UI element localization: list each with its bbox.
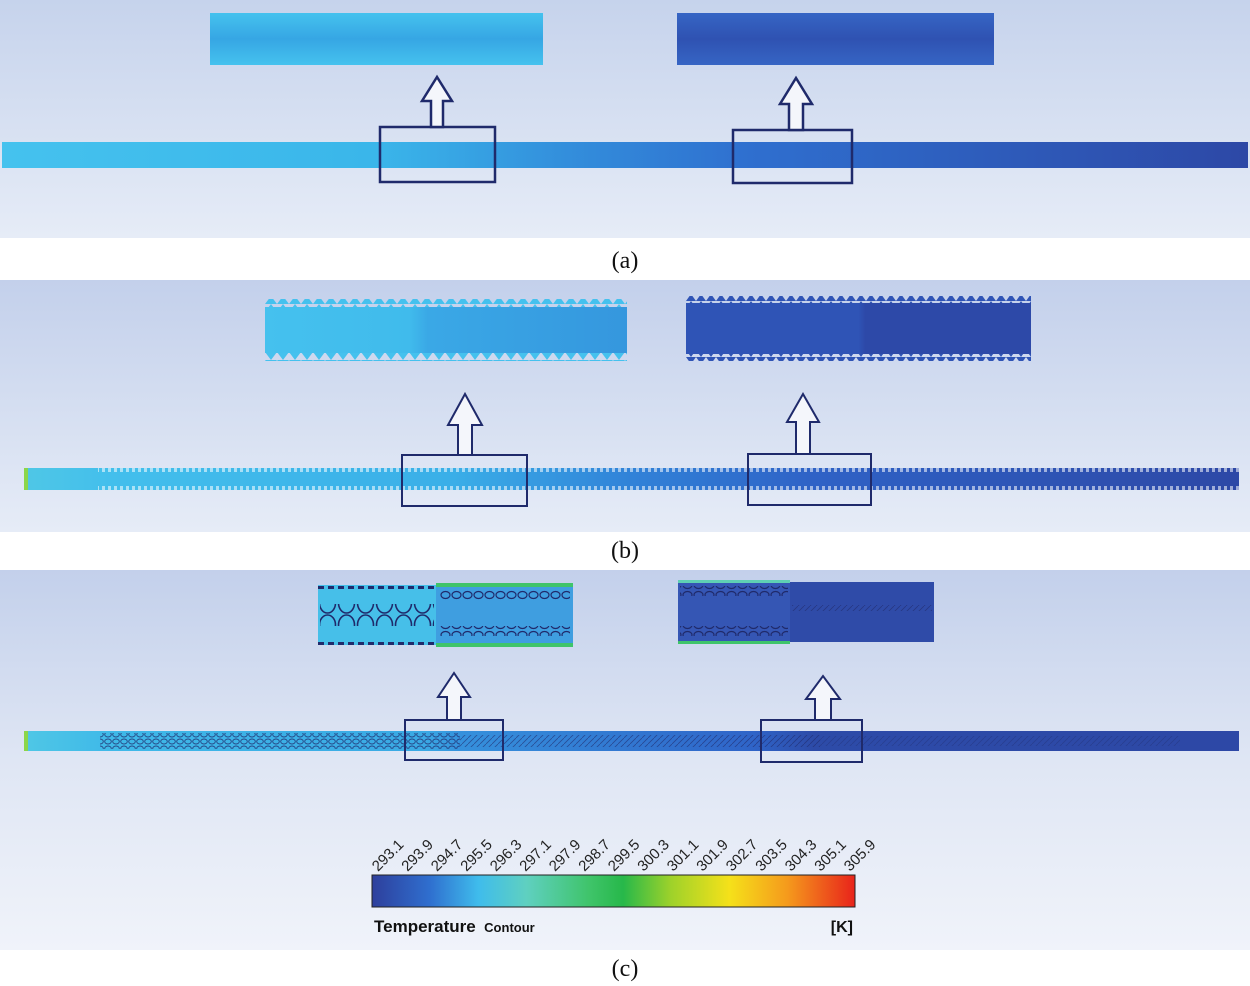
legend-title: Temperature Contour: [374, 917, 535, 936]
legend-title-main: Temperature: [374, 917, 476, 936]
panel-a-figure: [0, 0, 1250, 238]
zoom-view-outlet: [678, 580, 934, 644]
threaded-tube: [24, 468, 1239, 490]
caption-a: (a): [611, 248, 639, 274]
panel-b: [0, 280, 1250, 532]
panel-a-background: [0, 0, 1250, 238]
zoom-view-inlet: [265, 299, 627, 361]
smooth-tube: [2, 142, 1248, 168]
panel-a: [0, 0, 1250, 238]
selection-box-outlet: [760, 719, 863, 763]
zoom-view-inlet: [210, 13, 543, 65]
arrow-up-icon: [436, 671, 472, 721]
arrow-up-icon: [777, 75, 815, 132]
arrow-up-icon: [785, 391, 821, 455]
caption-b: (b): [611, 538, 639, 564]
arrow-up-icon: [446, 391, 484, 456]
colorbar: [371, 874, 856, 908]
arrow-up-icon: [804, 674, 842, 721]
zoom-view-outlet: [677, 13, 994, 65]
zoom-view-inlet: [318, 583, 573, 647]
arrow-up-icon: [419, 74, 455, 129]
legend-title-sub: Contour: [484, 920, 535, 935]
panel-b-figure: [0, 280, 1250, 532]
panel-c-figure: 293.1293.9294.7295.5296.3297.1297.9298.7…: [0, 570, 1250, 950]
coil-insert-tube: [24, 731, 1239, 751]
legend-unit: [K]: [831, 919, 853, 936]
caption-c: (c): [611, 956, 639, 982]
zoom-view-outlet: [686, 296, 1031, 361]
